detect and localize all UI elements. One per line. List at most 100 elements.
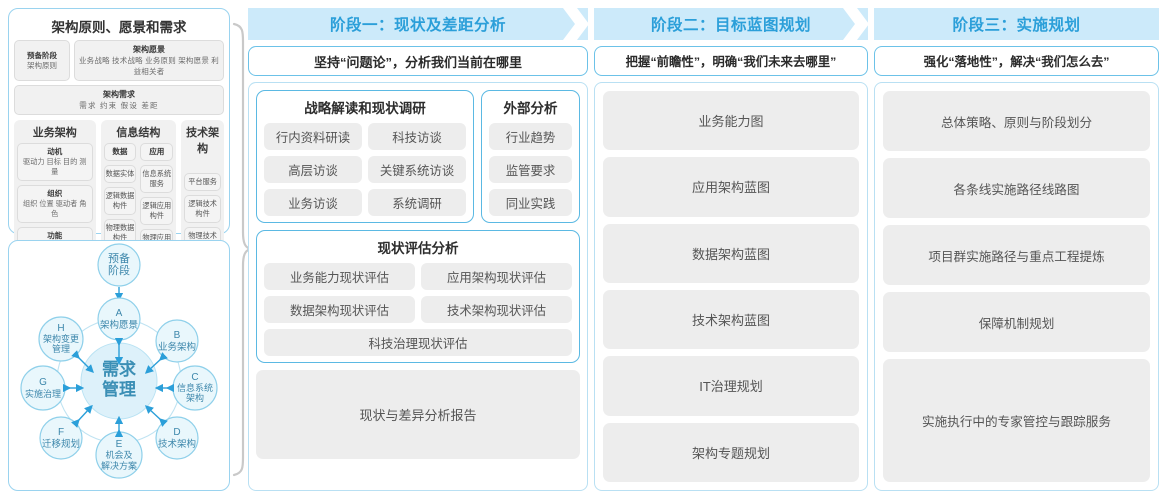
svg-text:架构愿景: 架构愿景 bbox=[100, 319, 138, 331]
requirements-title: 架构需求 bbox=[103, 90, 135, 99]
svg-text:迁移规划: 迁移规划 bbox=[42, 438, 80, 450]
stage-1-body: 战略解读和现状调研 行内资料研读 科技访谈 高层访谈 关键系统访谈 业务访谈 系… bbox=[248, 82, 588, 491]
stage-3-header: 阶段三：实施规划 bbox=[874, 8, 1159, 40]
impl-line-roadmap[interactable]: 各条线实施路径线路图 bbox=[883, 158, 1150, 218]
blueprint-application-architecture[interactable]: 应用架构蓝图 bbox=[603, 157, 859, 217]
impl-assurance-mechanism[interactable]: 保障机制规划 bbox=[883, 292, 1150, 352]
togaf-vision-cell: 架构愿景 业务战略 技术战略 业务原则 架构愿景 利益相关者 bbox=[74, 40, 224, 81]
is-data-1: 数据实体 bbox=[103, 165, 137, 183]
impl-expert-control-service[interactable]: 实施执行中的专家管控与跟踪服务 bbox=[883, 359, 1150, 482]
stage-2-header-text: 阶段二：目标蓝图规划 bbox=[650, 17, 811, 34]
is-app-1: 信息系统服务 bbox=[140, 165, 174, 193]
external-analysis-title: 外部分析 bbox=[503, 101, 558, 116]
svg-text:管理: 管理 bbox=[52, 343, 70, 354]
ta-item-1: 逻辑技术构件 bbox=[184, 195, 221, 223]
chip-tech-interview[interactable]: 科技访谈 bbox=[368, 123, 466, 150]
chip-internal-docs[interactable]: 行内资料研读 bbox=[264, 123, 362, 150]
chip-exec-interview[interactable]: 高层访谈 bbox=[264, 156, 362, 183]
chip-regulatory-requirement[interactable]: 监管要求 bbox=[489, 156, 572, 183]
prep-title: 预备阶段 bbox=[27, 50, 57, 60]
svg-text:E: E bbox=[116, 439, 123, 450]
adm-node-h bbox=[38, 316, 84, 362]
svg-text:阶段: 阶段 bbox=[108, 263, 130, 277]
left-column: 架构原则、愿景和需求 预备阶段 架构原则 架构愿景 业务战略 技术战略 业务原则… bbox=[8, 8, 230, 491]
stage-3-subtitle: 强化“落地性”，解决“我们怎么去” bbox=[874, 46, 1159, 76]
chip-app-arch-assessment[interactable]: 应用架构现状评估 bbox=[421, 263, 572, 290]
chip-system-survey[interactable]: 系统调研 bbox=[368, 189, 466, 216]
togaf-content-framework: 架构原则、愿景和需求 预备阶段 架构原则 架构愿景 业务战略 技术战略 业务原则… bbox=[8, 8, 230, 314]
chip-business-interview[interactable]: 业务访谈 bbox=[264, 189, 362, 216]
adm-node-d bbox=[155, 416, 199, 460]
chip-industry-trend[interactable]: 行业趋势 bbox=[489, 123, 572, 150]
ba-item-1-sub: 组织 位置 驱动者 角色 bbox=[23, 199, 87, 218]
vision-sub: 业务战略 技术战略 业务原则 架构愿景 利益相关者 bbox=[78, 56, 220, 76]
svg-text:解决方案: 解决方案 bbox=[101, 460, 137, 471]
stage-1-top-split: 战略解读和现状调研 行内资料研读 科技访谈 高层访谈 关键系统访谈 业务访谈 系… bbox=[256, 90, 580, 223]
ba-item-0-sub: 驱动力 目标 目的 测量 bbox=[23, 157, 87, 176]
adm-cycle-diagram: 需求 管理 预备 阶段 A 架构愿景 B 业务架构 C 信息系统 架构 bbox=[8, 240, 230, 491]
technology-architecture-head: 技术架构 bbox=[186, 127, 220, 155]
blueprint-architecture-topics[interactable]: 架构专题规划 bbox=[603, 422, 859, 482]
svg-text:H: H bbox=[57, 323, 64, 334]
stage-1-header: 阶段一：现状及差距分析 bbox=[248, 8, 589, 40]
impl-program-path[interactable]: 项目群实施路径与重点工程提炼 bbox=[883, 225, 1150, 285]
stage-2-body: 业务能力图 应用架构蓝图 数据架构蓝图 技术架构蓝图 IT治理规划 架构专题规划 bbox=[594, 82, 868, 491]
business-architecture-head: 业务架构 bbox=[32, 127, 77, 139]
svg-text:业务架构: 业务架构 bbox=[158, 341, 196, 353]
blueprint-business-capability[interactable]: 业务能力图 bbox=[603, 91, 859, 151]
blueprint-it-governance[interactable]: IT治理规划 bbox=[603, 356, 859, 416]
vision-title: 架构愿景 bbox=[133, 45, 165, 54]
is-app-2: 逻辑应用构件 bbox=[140, 197, 174, 225]
current-state-assessment-card: 现状评估分析 业务能力现状评估 应用架构现状评估 数据架构现状评估 技术架构现状… bbox=[256, 230, 580, 363]
is-app-head: 应用 bbox=[140, 143, 174, 161]
svg-text:B: B bbox=[174, 330, 181, 341]
requirements-sub: 需求 约束 假设 差距 bbox=[79, 101, 159, 110]
impl-overall-strategy[interactable]: 总体策略、原则与阶段划分 bbox=[883, 91, 1150, 151]
togaf-requirements-cell: 架构需求 需求 约束 假设 差距 bbox=[14, 85, 224, 115]
chip-key-system-interview[interactable]: 关键系统访谈 bbox=[368, 156, 466, 183]
gap-analysis-report[interactable]: 现状与差异分析报告 bbox=[256, 370, 580, 459]
current-state-assessment-title: 现状评估分析 bbox=[377, 241, 459, 256]
svg-text:信息系统: 信息系统 bbox=[177, 382, 213, 393]
adm-center-line2: 管理 bbox=[102, 379, 136, 399]
svg-text:架构变更: 架构变更 bbox=[43, 333, 79, 344]
ta-item-0: 平台服务 bbox=[184, 173, 221, 191]
chip-tech-arch-assessment[interactable]: 技术架构现状评估 bbox=[421, 296, 572, 323]
chip-data-arch-assessment[interactable]: 数据架构现状评估 bbox=[264, 296, 415, 323]
information-structure-column: 信息结构 数据 数据实体 逻辑数据构件 物理数据构件 应用 信息系统服务 逻辑应… bbox=[100, 120, 177, 260]
chip-tech-governance-assessment[interactable]: 科技治理现状评估 bbox=[264, 329, 572, 356]
chevron-right-icon-1 bbox=[563, 8, 589, 40]
ba-item-organization: 组织 组织 位置 驱动者 角色 bbox=[17, 185, 93, 223]
stage-3-body: 总体策略、原则与阶段划分 各条线实施路径线路图 项目群实施路径与重点工程提炼 保… bbox=[874, 82, 1159, 491]
togaf-row-vision: 预备阶段 架构原则 架构愿景 业务战略 技术战略 业务原则 架构愿景 利益相关者 bbox=[14, 40, 224, 81]
chevron-right-icon-2 bbox=[843, 8, 869, 40]
ba-item-motivation: 动机 驱动力 目标 目的 测量 bbox=[17, 143, 93, 181]
is-data-head: 数据 bbox=[103, 143, 137, 161]
technology-architecture-column: 技术架构 平台服务 逻辑技术构件 物理技术构件 bbox=[181, 120, 224, 260]
chip-peer-practice[interactable]: 同业实践 bbox=[489, 189, 572, 216]
chip-business-capability-assessment[interactable]: 业务能力现状评估 bbox=[264, 263, 415, 290]
stage-1-header-text: 阶段一：现状及差距分析 bbox=[329, 17, 506, 34]
ba-item-2-title: 功能 bbox=[47, 231, 63, 240]
adm-node-prep bbox=[97, 243, 141, 287]
stage-3-header-text: 阶段三：实施规划 bbox=[952, 17, 1081, 34]
blueprint-technology-architecture[interactable]: 技术架构蓝图 bbox=[603, 289, 859, 350]
adm-node-a bbox=[97, 297, 141, 341]
svg-text:D: D bbox=[173, 427, 180, 438]
svg-text:F: F bbox=[58, 427, 64, 438]
prep-sub: 架构原则 bbox=[27, 60, 57, 70]
external-analysis-chips: 行业趋势 监管要求 同业实践 bbox=[489, 123, 572, 216]
adm-node-b bbox=[155, 319, 199, 363]
svg-text:实施治理: 实施治理 bbox=[25, 388, 61, 399]
svg-text:G: G bbox=[39, 377, 47, 388]
togaf-architecture-columns: 业务架构 动机 驱动力 目标 目的 测量 组织 组织 位置 驱动者 角色 功能 bbox=[14, 120, 224, 260]
information-structure-head: 信息结构 bbox=[116, 127, 161, 139]
togaf-prep-cell: 预备阶段 架构原则 bbox=[14, 40, 70, 81]
stage-1: 阶段一：现状及差距分析 坚持“问题论”，分析我们当前在哪里 战略解读和现状调研 … bbox=[248, 8, 589, 491]
stage-2: 阶段二：目标蓝图规划 把握“前瞻性”，明确“我们未来去哪里” 业务能力图 应用架… bbox=[594, 8, 869, 491]
stage-1-subtitle: 坚持“问题论”，分析我们当前在哪里 bbox=[248, 46, 588, 76]
blueprint-data-architecture[interactable]: 数据架构蓝图 bbox=[603, 223, 859, 283]
svg-text:预备: 预备 bbox=[108, 251, 130, 265]
svg-text:技术架构: 技术架构 bbox=[158, 438, 196, 450]
adm-node-g bbox=[20, 365, 66, 411]
